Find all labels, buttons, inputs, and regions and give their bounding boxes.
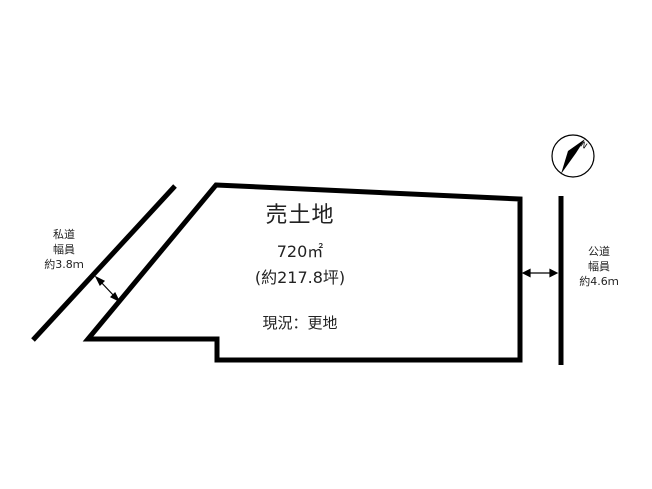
public-road-label: 公道 幅員 約4.6ｍ <box>569 244 629 289</box>
plot-current-status: 現況：更地 <box>262 314 338 332</box>
public-road-width-arrow <box>521 268 559 278</box>
plot-area-tsubo: (約217.8坪) <box>254 268 346 287</box>
public-road-width-heading: 幅員 <box>588 260 610 273</box>
private-road-type: 私道 <box>53 228 75 241</box>
private-road-width-value: 約3.8ｍ <box>44 258 84 271</box>
private-road-edge-line <box>31 184 177 342</box>
plot-area-sqm: 720㎡ <box>276 242 324 261</box>
private-road-label: 私道 幅員 約3.8ｍ <box>34 227 94 272</box>
public-road-type: 公道 <box>588 245 610 258</box>
public-road-width-value: 約4.6ｍ <box>579 275 619 288</box>
north-compass-icon: N <box>551 134 595 178</box>
private-road-width-heading: 幅員 <box>53 243 75 256</box>
plot-boundary <box>82 182 523 363</box>
plot-title: 売土地 <box>265 203 335 228</box>
compass-north-label: N <box>579 140 589 151</box>
private-road-width-arrow <box>94 275 121 303</box>
